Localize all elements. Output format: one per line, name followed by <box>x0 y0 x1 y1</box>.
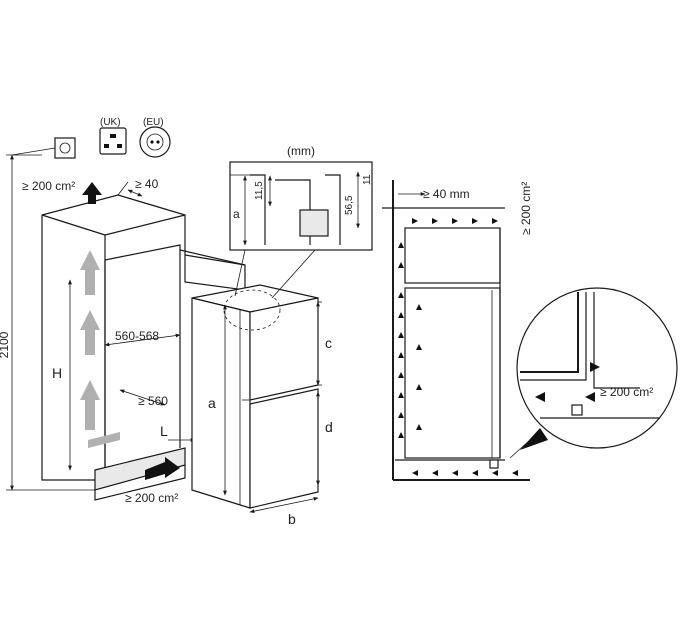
appliance <box>191 284 319 509</box>
detail-box: (mm) a 11,5 56,5 11 <box>229 144 373 251</box>
dim-b-label: b <box>288 511 296 527</box>
dim-c-label: c <box>325 335 332 351</box>
height-h-label: H <box>52 365 62 381</box>
detail-callout <box>223 249 316 331</box>
detail-a-label: a <box>233 207 240 221</box>
side-airflow-arrows <box>398 218 518 476</box>
socket-eu-label: (EU) <box>143 117 164 128</box>
side-gap-label: ≥ 40 mm <box>423 187 470 201</box>
vent-bottom-label: ≥ 200 cm² <box>125 491 178 505</box>
detail-11-5-label: 11,5 <box>254 181 265 200</box>
dim-width: 560-568 <box>104 329 181 347</box>
detail-11-label: 11 <box>362 174 373 185</box>
side-section <box>382 180 530 481</box>
dim-l-label: L <box>160 423 168 439</box>
dim-c: c <box>316 301 332 386</box>
niche-cabinet <box>41 194 246 501</box>
width-niche-label: 560-568 <box>115 329 159 343</box>
zoom-circle: ≥ 200 cm² <box>509 287 678 459</box>
uk-socket-icon: (UK) <box>99 117 127 155</box>
gap-top: ≥ 40 <box>117 177 159 197</box>
gap-top-label: ≥ 40 <box>135 177 159 191</box>
vent-top-label: ≥ 200 cm² <box>22 179 75 193</box>
vent-top: ≥ 200 cm² <box>22 179 102 204</box>
height-total-label: 2100 <box>0 331 11 358</box>
airflow-arrow-icon <box>80 250 120 448</box>
side-vent-top-label: ≥ 200 cm² <box>519 182 533 235</box>
side-gap: ≥ 40 mm <box>398 187 470 201</box>
dim-d-label: d <box>325 419 333 435</box>
dim-a-appliance-label: a <box>208 395 216 411</box>
dim-depth: ≥ 560 <box>119 389 168 408</box>
socket-uk-label: (UK) <box>100 117 121 128</box>
dim-d: d <box>316 391 333 486</box>
detail-unit-label: (mm) <box>287 144 315 158</box>
vent-bottom: ≥ 200 cm² <box>125 457 180 505</box>
dim-b: b <box>249 496 319 527</box>
dim-l: L <box>160 423 196 442</box>
wall-socket-icon <box>11 137 76 159</box>
depth-niche-label: ≥ 560 <box>138 394 168 408</box>
eu-socket-icon: (EU) <box>139 117 171 158</box>
dim-h: H <box>52 279 72 471</box>
detail-56-5-label: 56,5 <box>344 195 355 215</box>
dim-a-appliance: a <box>208 304 227 496</box>
side-vent-zoom-label: ≥ 200 cm² <box>600 385 653 399</box>
